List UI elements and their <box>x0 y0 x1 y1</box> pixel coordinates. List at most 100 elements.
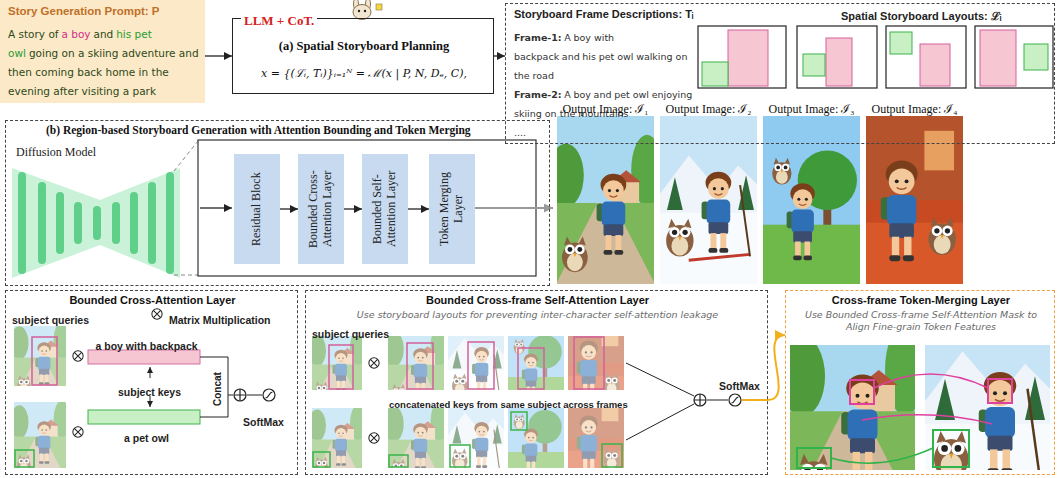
layout-thumbnails <box>980 30 1016 86</box>
cross-attention-figure <box>10 309 275 478</box>
layout-thumbnails <box>826 38 852 86</box>
connector-arrow <box>280 208 298 209</box>
token-merging-figure <box>780 301 1050 478</box>
self-attention-figure <box>518 348 544 389</box>
text-group: SoftMax <box>234 411 296 430</box>
node-text: going on a skiing adventure and then com… <box>8 47 199 97</box>
layout-thumbnails <box>728 30 768 86</box>
layout-thumbnails <box>797 26 877 88</box>
node-text: Token Merging Layer <box>438 157 466 261</box>
node-text: and <box>594 89 612 100</box>
self-attention-figure <box>308 396 366 478</box>
node-text: Storyboard Frame Descriptions: Tᵢ <box>514 8 814 20</box>
layer-block: Token Merging Layer <box>429 154 475 264</box>
unet-figure <box>56 192 64 254</box>
self-attention-figure <box>313 452 330 467</box>
connector-arrow <box>344 208 362 209</box>
text-group: Matrix Multiplication <box>169 309 297 328</box>
node-text: Use Bounded Cross-frame Self-Attention M… <box>792 309 1050 334</box>
node-text: (a) Spatial Storyboard Planning <box>233 39 495 54</box>
text-group: subject queries <box>12 309 132 328</box>
node-text: a pet owl <box>124 432 169 444</box>
cross-attention-figure <box>263 389 275 401</box>
cross-attention-figure <box>32 337 57 385</box>
node-text: Residual Block <box>250 157 264 261</box>
layout-thumbnails <box>920 44 950 86</box>
self-attention-figure <box>707 400 728 401</box>
unet-figure <box>12 168 180 278</box>
cross-attention-figure <box>234 389 246 401</box>
connector-arrow <box>408 208 429 209</box>
text-group: Token Merging Layer <box>429 154 475 264</box>
prompt-box: Story Generation Prompt: PA story ofa bo… <box>0 0 205 103</box>
node-text: A story of <box>8 28 59 40</box>
node-text: .... <box>514 127 526 138</box>
layout-thumbnails <box>1024 44 1048 70</box>
token-merging-figure <box>874 374 988 388</box>
unet-figure <box>38 182 46 264</box>
cross-attention-figure <box>200 357 233 417</box>
self-attention-figure <box>407 343 433 389</box>
text-group: a pet owl <box>89 427 207 446</box>
output-images <box>548 116 964 284</box>
node-text: a boy with backpack <box>95 340 197 352</box>
node-text: (b) Region-based Storyboard Generation w… <box>46 124 546 136</box>
node-text: Diffusion Model <box>16 145 136 160</box>
unet-figure <box>93 206 101 240</box>
self-attention-figure <box>388 336 624 390</box>
text-group: Bounded Self-Attention Layer <box>362 154 408 264</box>
llama-icon <box>376 4 382 10</box>
text-group: (b) Region-based Storyboard Generation w… <box>46 124 546 136</box>
self-attention-figure <box>389 455 408 467</box>
text-group: Cross-frame Token-Merging Layer <box>786 294 1056 306</box>
text-group: a boy with backpack <box>89 335 207 354</box>
node-text: x = {(ℒᵢ, Tᵢ)}ᵢ₌₁ᴺ = ℳ(x | P, N, Dₑ, C), <box>237 65 491 80</box>
text-group: subject keys <box>104 381 198 400</box>
layer-block: Bounded Cross-Attention Layer <box>298 154 344 264</box>
node-text: subject keys <box>118 386 181 398</box>
text-group: Bounded Cross-Attention Layer <box>6 294 299 306</box>
node-text: pet owl <box>614 89 649 100</box>
self-attention-figure <box>388 408 624 468</box>
self-attention-figure <box>729 394 741 406</box>
image-label: Output Image: ℐ₃ <box>763 100 860 117</box>
self-attention-figure <box>369 433 379 443</box>
node-text: Bounded Cross-Attention Layer <box>307 157 335 261</box>
text-group: Spatial Storyboard Layouts: ℒᵢ <box>841 8 1051 23</box>
layout-thumbnails <box>702 62 728 86</box>
text-group: x = {(ℒᵢ, Tᵢ)}ᵢ₌₁ᴺ = ℳ(x | P, N, Dₑ, C), <box>237 65 491 80</box>
output-images <box>762 116 861 284</box>
node-text: Bounded Self-Attention Layer <box>371 157 399 261</box>
cross-attention-figure <box>150 367 151 378</box>
cross-attention-figure <box>88 350 200 364</box>
unet-figure <box>130 192 138 254</box>
text-group: SoftMax <box>711 375 771 394</box>
image-label: Output Image: ℐ₂ <box>660 100 757 117</box>
cross-attention-figure <box>88 410 200 424</box>
self-attention-figure <box>329 345 353 389</box>
unet-figure <box>174 141 198 275</box>
node-text: his <box>582 51 596 62</box>
cross-attention-figure <box>14 326 66 386</box>
self-attention-figure <box>308 315 768 478</box>
output-images <box>659 116 758 284</box>
self-attention-figure <box>450 445 470 467</box>
text-group: Use storyboard layouts for preventing in… <box>306 309 769 321</box>
generation-panel: (b) Region-based Storyboard Generation w… <box>5 120 550 286</box>
cross-attention-figure <box>73 351 83 361</box>
text-group: Diffusion Model <box>16 145 136 160</box>
node-text: concatenated keys from same subject acro… <box>389 399 628 410</box>
llama-icon <box>358 10 360 12</box>
self-attention-figure <box>312 408 362 468</box>
node-text: A <box>564 32 571 43</box>
connector-arrow <box>494 55 505 56</box>
node-text: a boy <box>61 28 90 40</box>
text-group: concatenated keys from same subject acro… <box>389 393 659 412</box>
image-label: Output Image: ℐ₁ <box>557 100 654 117</box>
node-text: Bounded Cross-Attention Layer <box>6 294 299 306</box>
unet-figure <box>148 182 156 264</box>
self-attention-figure <box>574 337 604 389</box>
node-text: subject queries <box>312 328 389 340</box>
token-merging-figure <box>850 380 874 404</box>
layout-thumbnails <box>975 26 1053 88</box>
